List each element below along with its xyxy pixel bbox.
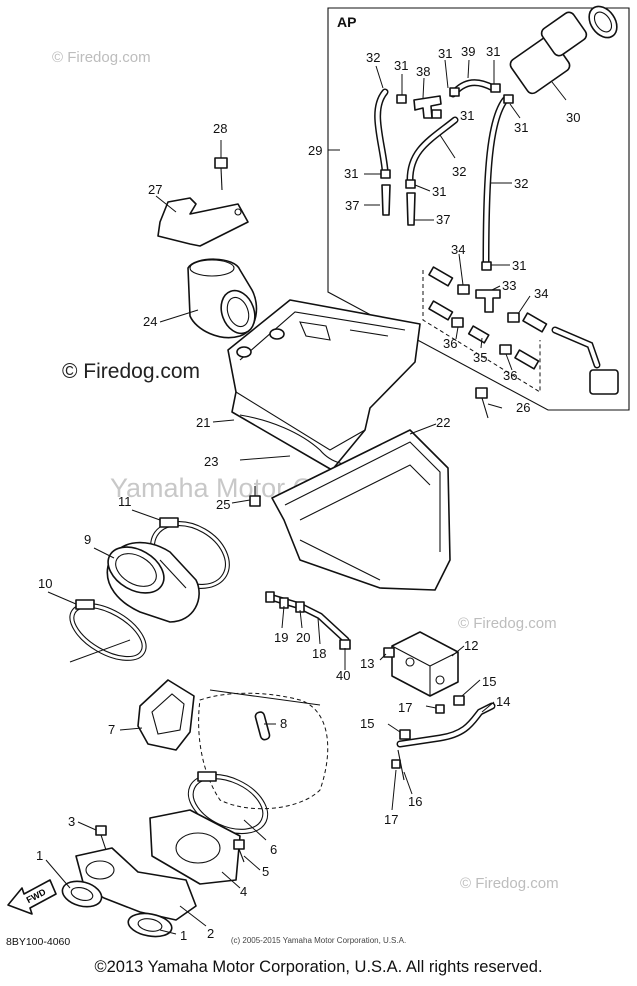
gasket-1-lower (127, 912, 173, 938)
svg-text:33: 33 (502, 278, 516, 293)
svg-text:36: 36 (443, 336, 457, 351)
bolt-26 (475, 387, 489, 419)
reed-cover-7 (137, 679, 195, 751)
svg-text:31: 31 (514, 120, 528, 135)
hose-14 (396, 702, 496, 748)
svg-text:32: 32 (514, 176, 528, 191)
bolt-28 (214, 157, 228, 191)
clamp-10 (69, 599, 147, 663)
bolt-3 (95, 825, 107, 851)
svg-text:3: 3 (68, 814, 75, 829)
svg-text:35: 35 (473, 350, 487, 365)
svg-text:4: 4 (240, 884, 247, 899)
svg-text:22: 22 (436, 415, 450, 430)
ap-inset-box: AP (327, 5, 630, 411)
bolt-5 (233, 839, 245, 863)
svg-text:30: 30 (566, 110, 580, 125)
svg-text:2: 2 (207, 926, 214, 941)
watermark-firedog-mid-right: © Firedog.com (458, 615, 557, 632)
svg-text:27: 27 (148, 182, 162, 197)
clips-15-17 (391, 695, 465, 781)
intake-duct-24 (187, 258, 258, 339)
svg-text:15: 15 (482, 674, 496, 689)
svg-text:28: 28 (213, 121, 227, 136)
svg-text:AP: AP (337, 14, 356, 30)
forward-arrow-icon: FWD (7, 879, 57, 915)
svg-text:34: 34 (451, 242, 465, 257)
hose-8 (254, 711, 271, 741)
svg-text:7: 7 (108, 722, 115, 737)
watermark-firedog-left: © Firedog.com (62, 360, 200, 383)
small-copyright: (c) 2005-2015 Yamaha Motor Corporation, … (230, 936, 407, 945)
footer-copyright: ©2013 Yamaha Motor Corporation, U.S.A. A… (94, 958, 543, 976)
fuel-pump-12 (391, 631, 459, 697)
svg-text:31: 31 (438, 46, 452, 61)
leader-lines (45, 140, 503, 935)
gasket-1-upper (61, 880, 103, 908)
svg-text:32: 32 (366, 50, 380, 65)
svg-text:40: 40 (336, 668, 350, 683)
svg-text:31: 31 (344, 166, 358, 181)
svg-text:19: 19 (274, 630, 288, 645)
svg-text:18: 18 (312, 646, 326, 661)
svg-text:1: 1 (180, 928, 187, 943)
svg-text:39: 39 (461, 44, 475, 59)
svg-text:34: 34 (534, 286, 548, 301)
breather-filter-30 (509, 5, 618, 95)
svg-text:31: 31 (394, 58, 408, 73)
svg-text:1: 1 (36, 848, 43, 863)
svg-text:32: 32 (452, 164, 466, 179)
svg-text:31: 31 (432, 184, 446, 199)
svg-text:17: 17 (398, 700, 412, 715)
air-box-lower-22 (271, 429, 451, 591)
svg-text:38: 38 (416, 64, 430, 79)
svg-text:26: 26 (516, 400, 530, 415)
svg-text:37: 37 (436, 212, 450, 227)
svg-text:13: 13 (360, 656, 374, 671)
svg-text:17: 17 (384, 812, 398, 827)
svg-text:11: 11 (118, 494, 132, 509)
svg-text:8: 8 (280, 716, 287, 731)
svg-text:10: 10 (38, 576, 52, 591)
svg-text:36: 36 (503, 368, 517, 383)
air-box-upper-21 (227, 299, 421, 471)
svg-text:25: 25 (216, 497, 230, 512)
svg-text:23: 23 (204, 454, 218, 469)
svg-text:6: 6 (270, 842, 277, 857)
diagram-code: 8BY100-4060 (6, 936, 71, 948)
manifold-4 (149, 809, 241, 885)
svg-text:37: 37 (345, 198, 359, 213)
hose-18-assembly (265, 591, 351, 650)
watermark-firedog-top-left: © Firedog.com (52, 49, 151, 66)
svg-text:12: 12 (464, 638, 478, 653)
joint-9 (106, 541, 200, 623)
svg-text:31: 31 (460, 108, 474, 123)
screw-25 (249, 486, 261, 507)
watermark-firedog-bottom-right: © Firedog.com (460, 875, 559, 892)
svg-text:21: 21 (196, 415, 210, 430)
svg-text:31: 31 (512, 258, 526, 273)
svg-text:5: 5 (262, 864, 269, 879)
svg-text:16: 16 (408, 794, 422, 809)
svg-text:20: 20 (296, 630, 310, 645)
part-number-labels: 28 27 24 29 32 31 38 31 39 31 30 31 31 3… (36, 44, 580, 943)
svg-text:29: 29 (308, 143, 322, 158)
svg-text:14: 14 (496, 694, 510, 709)
svg-text:15: 15 (360, 716, 374, 731)
svg-text:24: 24 (143, 314, 157, 329)
svg-text:9: 9 (84, 532, 91, 547)
svg-text:31: 31 (486, 44, 500, 59)
bracket-27 (157, 197, 249, 247)
screw-13 (383, 647, 395, 658)
engine-outline (198, 689, 329, 810)
